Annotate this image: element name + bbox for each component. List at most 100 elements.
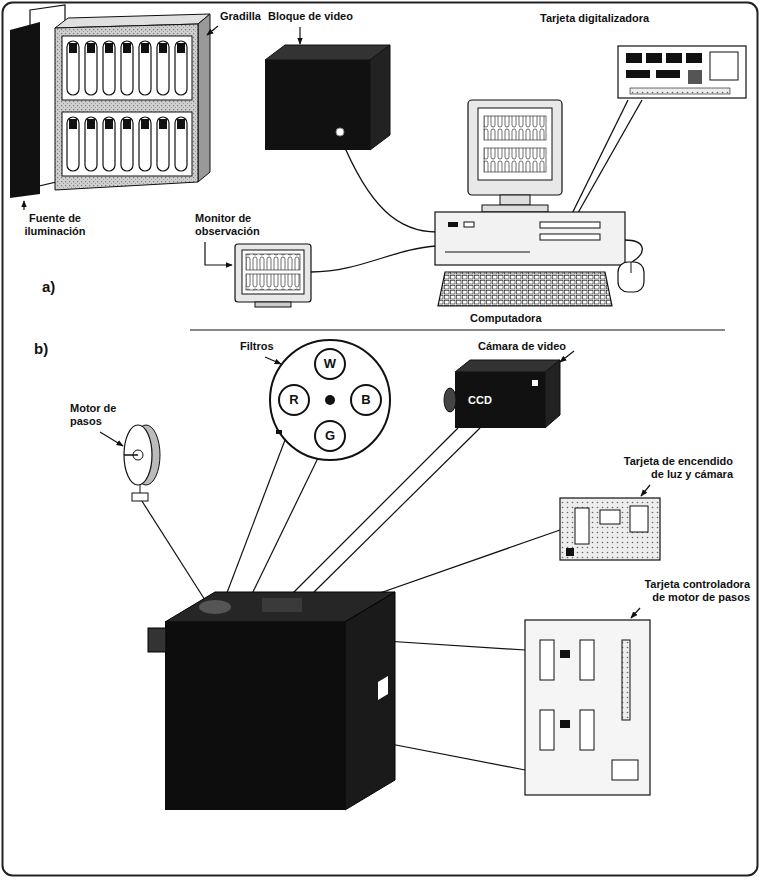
digitizer-card [656,70,680,78]
filter-circle: R [278,384,310,416]
tube-rack [121,117,133,171]
tube-rack [121,41,133,95]
computer [478,108,552,180]
tube-rack [198,14,210,182]
video-camera [532,380,538,386]
observation-monitor [242,250,304,294]
digitizer-card [618,46,746,98]
leader-line [100,432,123,446]
filter-circle: G [314,420,346,452]
housing-box [345,592,395,810]
video-camera [455,372,545,428]
digitizer-card [686,53,702,63]
video-camera [545,360,560,428]
controller-board [525,620,650,795]
computer [484,116,546,140]
controller-board [540,640,554,680]
stepper-motor [140,485,141,493]
digitizer-card [688,70,702,84]
switch-board [600,510,620,524]
figure-frame [3,3,758,876]
computer [468,100,562,195]
observation-monitor [255,302,291,307]
housing-box [148,592,395,810]
observation-monitor [235,244,311,307]
device-marking: CCD [468,394,492,407]
computer [448,222,458,227]
video-block [265,60,370,150]
controller-board [580,710,594,750]
tube-rack [62,112,192,176]
computer [540,222,600,228]
tube-rack [67,117,79,171]
controller-board [560,650,570,658]
part-label: Motor de pasos [70,402,132,428]
switch-board [630,506,648,532]
part-label: Tarjeta de encendido de luz y cámara [615,455,733,481]
leader-line [23,201,24,210]
part-label: Fuente de iluminación [15,212,95,238]
filter-circle: B [350,384,382,416]
wire [360,530,560,600]
filter-letter: W [324,357,336,371]
leader-line [560,351,574,362]
computer [445,252,530,253]
tube-rack [62,36,192,100]
housing-box [262,598,302,612]
stepper-motor [132,493,148,501]
filter-wheel [276,430,282,434]
computer [500,195,530,205]
wire [225,440,285,598]
computer [435,212,625,265]
wire [250,458,318,598]
panel-letter: a) [42,278,55,296]
computer [540,234,600,240]
leader-line [265,357,281,364]
housing-box [378,676,388,700]
computer [631,262,632,273]
tube-rack [55,14,210,190]
filter-wheel [270,340,390,460]
part-label: Bloque de video [268,10,353,23]
switch-board [575,508,589,544]
video-block [336,128,344,136]
tube-rack [85,117,97,171]
tube-rack [67,41,79,95]
observation-monitor [246,254,300,270]
video-block [265,45,390,150]
digitizer-card [626,70,650,78]
tube-rack [157,41,169,95]
part-label: Cámara de video [478,340,566,353]
computer [484,148,546,172]
tube-rack [55,24,198,190]
leader-line [641,485,650,496]
leader-line [631,608,640,618]
leader-line [205,242,232,265]
controller-board [612,760,638,780]
tube-rack [139,41,151,95]
leader-line [299,27,300,44]
tube-rack [157,117,169,171]
housing-box [199,600,231,614]
digitizer-card [646,53,662,63]
cable [625,240,642,262]
computer [438,272,612,306]
cable [340,136,437,232]
digitizer-card [626,53,642,63]
filter-circle: W [314,348,346,380]
switch-board [560,498,660,560]
stepper-motor [124,454,138,456]
filter-letter: R [289,393,298,407]
video-camera [444,360,560,428]
computer [464,222,474,227]
observation-monitor [246,274,300,290]
tube-rack [175,117,187,171]
video-block [265,45,390,60]
controller-board [560,720,570,728]
controller-board [540,710,554,750]
housing-box [148,628,166,652]
computer [618,262,644,292]
part-label: Computadora [470,312,542,325]
